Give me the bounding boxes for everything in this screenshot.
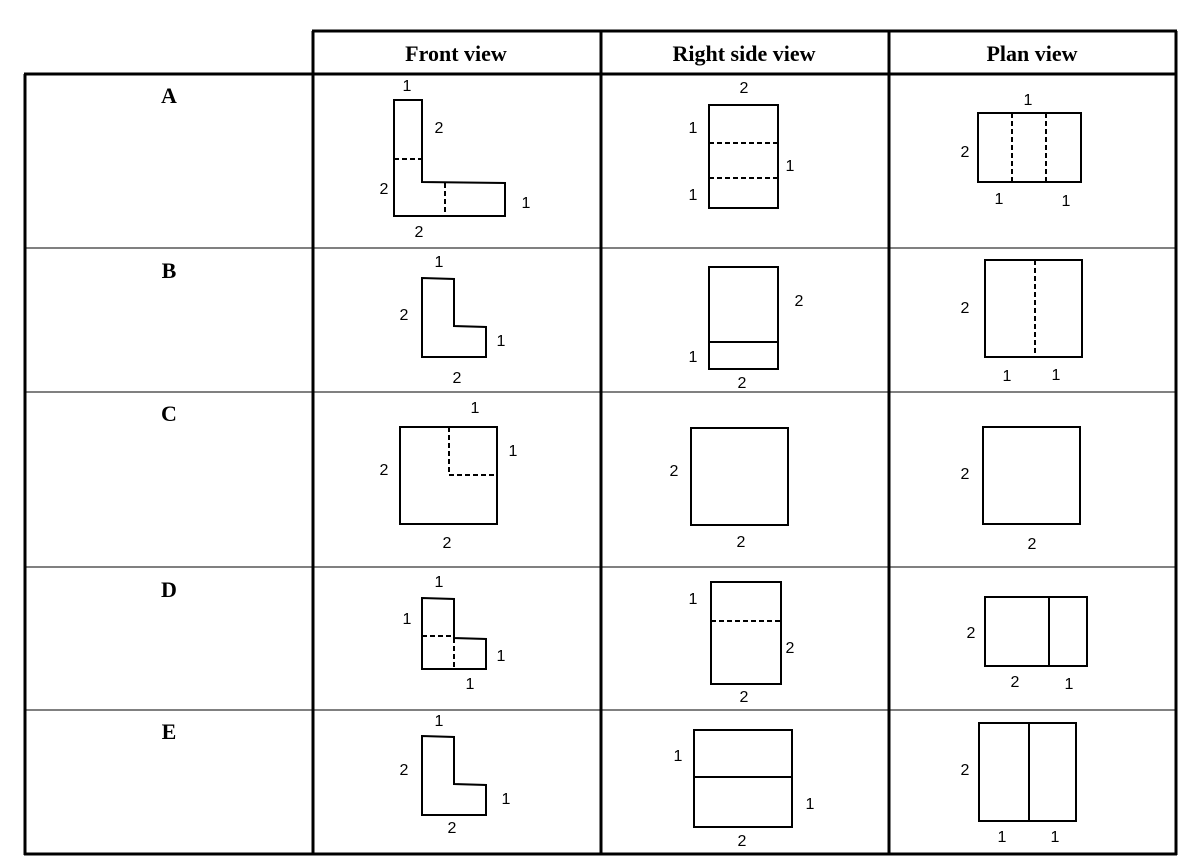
dimension-label: 2: [448, 820, 457, 837]
front-outline: [421, 596, 487, 670]
dimension-label: 2: [380, 181, 389, 198]
row-b-side-view: 2 1 2: [689, 266, 804, 392]
dimension-label: 1: [998, 829, 1007, 846]
dimension-label: 1: [403, 611, 412, 628]
row-label-e: E: [162, 719, 177, 744]
header-front-view: Front view: [405, 41, 507, 66]
dimension-label: 1: [466, 676, 475, 693]
dimension-label: 2: [453, 370, 462, 387]
row-label-c: C: [161, 401, 177, 426]
dimension-label: 1: [497, 648, 506, 665]
side-outline: [708, 104, 779, 209]
row-d-side-view: 1 2 2: [689, 581, 795, 706]
side-outline: [710, 581, 782, 685]
row-c-front-view: 1 1 2 2: [380, 400, 518, 552]
dimension-label: 1: [689, 120, 698, 137]
dimension-label: 1: [689, 349, 698, 366]
dimension-label: 1: [509, 443, 518, 460]
dimension-label: 2: [1011, 674, 1020, 691]
row-label-d: D: [161, 577, 177, 602]
row-c-plan-view: 2 2: [961, 426, 1081, 553]
row-d-plan-view: 2 2 1: [967, 596, 1088, 693]
row-e-front-view: 1 2 1 2: [400, 713, 511, 837]
plan-outline: [978, 722, 1077, 822]
dimension-label: 2: [400, 762, 409, 779]
dimension-label: 1: [1051, 829, 1060, 846]
dimension-label: 2: [795, 293, 804, 310]
dimension-label: 2: [400, 307, 409, 324]
dimension-label: 1: [1052, 367, 1061, 384]
dimension-label: 1: [1065, 676, 1074, 693]
row-a-side-view: 2 1 1 1: [689, 80, 795, 209]
side-outline: [708, 266, 779, 370]
dimension-label: 1: [689, 591, 698, 608]
dimension-label: 1: [435, 254, 444, 271]
dimension-label: 1: [1024, 92, 1033, 109]
dimension-label: 2: [961, 762, 970, 779]
row-e-plan-view: 2 1 1: [961, 722, 1077, 846]
dimension-label: 1: [471, 400, 480, 417]
dimension-label: 2: [670, 463, 679, 480]
dimension-label: 1: [403, 78, 412, 95]
row-e-side-view: 1 1 2: [674, 729, 815, 850]
front-outline: [421, 276, 487, 358]
plan-outline: [984, 259, 1083, 358]
plan-outline: [984, 596, 1088, 667]
dimension-label: 1: [497, 333, 506, 350]
row-a-plan-view: 1 2 1 1: [961, 92, 1082, 210]
dimension-label: 2: [380, 462, 389, 479]
row-label-b: B: [162, 258, 177, 283]
dimension-label: 2: [967, 625, 976, 642]
side-outline: [690, 427, 789, 526]
front-outline: [393, 99, 506, 217]
dimension-label: 2: [738, 375, 747, 392]
dimension-label: 1: [435, 713, 444, 730]
dimension-label: 1: [502, 791, 511, 808]
dimension-label: 1: [995, 191, 1004, 208]
dimension-label: 2: [443, 535, 452, 552]
dimension-label: 1: [1062, 193, 1071, 210]
dimension-label: 2: [961, 144, 970, 161]
dimension-label: 2: [1028, 536, 1037, 553]
dimension-label: 1: [435, 574, 444, 591]
row-label-a: A: [161, 83, 177, 108]
dimension-label: 2: [786, 640, 795, 657]
dimension-label: 1: [689, 187, 698, 204]
table-grid: [23, 29, 1178, 856]
dimension-label: 1: [786, 158, 795, 175]
row-b-plan-view: 2 1 1: [961, 259, 1083, 385]
dimension-label: 2: [961, 300, 970, 317]
plan-outline: [977, 112, 1082, 183]
dimension-label: 2: [737, 534, 746, 551]
dimension-label: 2: [738, 833, 747, 850]
dimension-label: 2: [435, 120, 444, 137]
row-d-front-view: 1 1 1 1: [403, 574, 506, 693]
header-right-side-view: Right side view: [673, 41, 816, 66]
plan-outline: [982, 426, 1081, 525]
row-a-front-view: 1 2 2 1 2: [380, 78, 531, 241]
row-b-front-view: 1 2 1 2: [400, 254, 506, 387]
hidden-edge: [448, 427, 497, 476]
row-c-side-view: 2 2: [670, 427, 789, 551]
header-plan-view: Plan view: [986, 41, 1077, 66]
dimension-label: 2: [740, 689, 749, 706]
dimension-label: 2: [740, 80, 749, 97]
side-outline: [693, 729, 793, 828]
dimension-label: 1: [1003, 368, 1012, 385]
dimension-label: 1: [522, 195, 531, 212]
dimension-label: 2: [415, 224, 424, 241]
dimension-label: 2: [961, 466, 970, 483]
dimension-label: 1: [674, 748, 683, 765]
dimension-label: 1: [806, 796, 815, 813]
front-outline: [421, 734, 487, 816]
